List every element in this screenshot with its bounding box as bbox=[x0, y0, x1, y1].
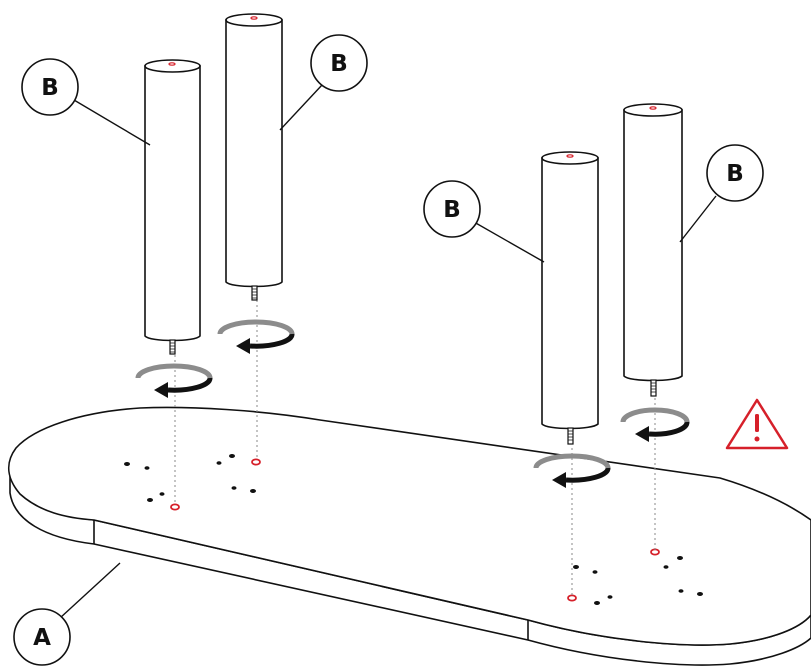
hole bbox=[231, 486, 237, 490]
leg-1 bbox=[144, 59, 201, 355]
rotate-arrow-icon bbox=[620, 407, 690, 442]
alignment-lines bbox=[174, 300, 656, 596]
hole bbox=[592, 570, 598, 574]
leg-2-screw bbox=[251, 285, 258, 301]
hole bbox=[697, 592, 703, 596]
callout-tabletop: A bbox=[13, 608, 71, 666]
leg-4 bbox=[623, 103, 683, 397]
tabletop bbox=[8, 406, 811, 666]
hole bbox=[216, 461, 222, 465]
callout-leg-3: B bbox=[423, 180, 481, 238]
leg-4-screw bbox=[650, 379, 657, 397]
target-hole-3 bbox=[567, 594, 577, 602]
callout-leg-1: B bbox=[21, 58, 79, 116]
hole bbox=[159, 492, 165, 496]
hole bbox=[678, 589, 684, 593]
warning-triangle-icon bbox=[725, 398, 789, 450]
tabletop-surface bbox=[8, 406, 811, 646]
rotate-arrow-icon bbox=[533, 453, 611, 488]
callout-label: B bbox=[41, 75, 59, 101]
hole bbox=[250, 489, 256, 493]
hole bbox=[594, 601, 600, 605]
callout-leg-2: B bbox=[310, 34, 368, 92]
callout-label: B bbox=[443, 197, 461, 223]
leader-lines bbox=[59, 84, 717, 619]
hole-group bbox=[124, 454, 703, 605]
target-hole-1 bbox=[170, 503, 180, 511]
hole bbox=[124, 462, 130, 466]
rotate-arrow-icon bbox=[217, 319, 295, 354]
callout-label: B bbox=[330, 51, 348, 77]
hole bbox=[663, 565, 669, 569]
callout-label: A bbox=[33, 625, 51, 651]
hole bbox=[677, 556, 683, 560]
hole bbox=[147, 498, 153, 502]
hole bbox=[573, 565, 579, 569]
hole bbox=[607, 595, 613, 599]
leg-3 bbox=[541, 151, 599, 445]
callout-leg-4: B bbox=[706, 144, 764, 202]
leg-1-screw bbox=[169, 339, 176, 355]
leg-3-screw bbox=[567, 427, 574, 445]
hole bbox=[144, 466, 150, 470]
leg-2 bbox=[225, 13, 283, 301]
hole bbox=[229, 454, 235, 458]
target-hole-2 bbox=[251, 458, 261, 466]
callout-label: B bbox=[726, 161, 744, 187]
rotate-arrow-icon bbox=[135, 363, 213, 398]
